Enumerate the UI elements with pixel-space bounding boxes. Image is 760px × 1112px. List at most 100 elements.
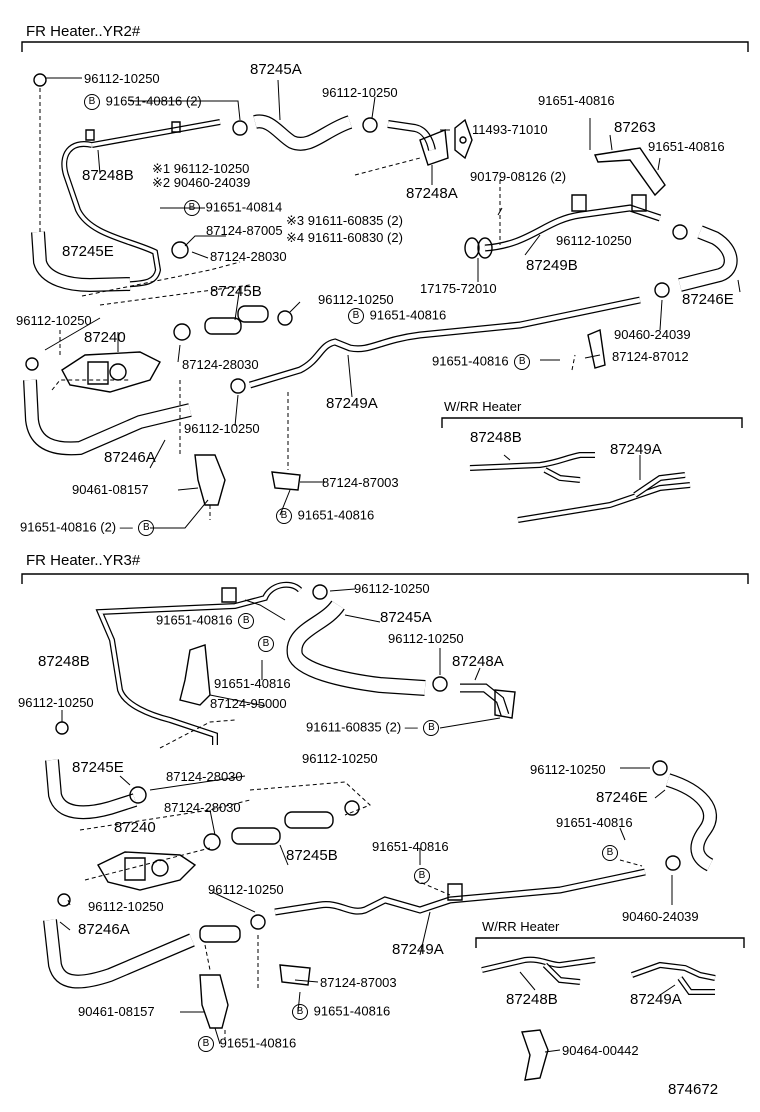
- rr-pipe-87248b-yr2: [470, 455, 595, 480]
- bolt-icon: B: [138, 520, 155, 536]
- part-label-bolt: 91611-60835 (2) — B: [306, 720, 441, 736]
- section-title-yr3: FR Heater..YR3#: [26, 552, 141, 569]
- part-label: ※2 90460-24039: [152, 175, 251, 190]
- part-label: 87246E: [596, 789, 648, 806]
- rr-pipe-87249a-yr2: [518, 475, 690, 520]
- section-bracket-rr-yr3: [476, 938, 744, 948]
- gasket-11493-71010: [455, 120, 472, 158]
- part-label: 96112-10250: [84, 71, 160, 86]
- clamp-87124-87003-yr2: [272, 472, 300, 490]
- part-label: 90460-24039: [614, 327, 691, 342]
- hose-87245b-yr2: [205, 306, 268, 334]
- part-label: 87246A: [78, 921, 130, 938]
- part-label: 87245E: [62, 243, 114, 260]
- hose-87245a-yr3: [295, 605, 425, 688]
- part-label: 87245A: [380, 609, 432, 626]
- bolt-icon: B: [414, 868, 430, 884]
- part-label: 87248A: [452, 653, 504, 670]
- part-label: ※1 96112-10250: [152, 161, 250, 176]
- clamp-87124-87003-yr3: [280, 965, 310, 985]
- section-title-rr-yr2: W/RR Heater: [444, 399, 522, 414]
- bolt-icon: B: [258, 636, 274, 652]
- part-label: 96112-10250: [354, 581, 430, 596]
- pipe-87248a-yr3: [460, 688, 515, 718]
- bolt-icon: B: [292, 1004, 308, 1020]
- part-label: 91651-40816: [556, 815, 633, 830]
- pipe-87248b-yr3: [100, 585, 300, 745]
- hose-87245e-yr3: [52, 760, 135, 812]
- hose-87245b-yr3: [232, 812, 333, 844]
- part-label: 87124-28030: [210, 249, 287, 264]
- leader-lines: [45, 78, 740, 1052]
- part-label: 87124-28030: [166, 769, 243, 784]
- hose-87246a-yr3: [50, 920, 240, 982]
- part-label: ※4 91611-60830 (2): [286, 230, 403, 245]
- part-label-bolt: B 91651-40816: [196, 1036, 296, 1052]
- hose-87246a-yr2: [30, 380, 190, 448]
- part-label: 91651-40816: [372, 839, 449, 854]
- section-title-yr2: FR Heater..YR2#: [26, 23, 141, 40]
- part-label: 11493-71010: [472, 122, 548, 137]
- part-label: 96112-10250: [556, 233, 632, 248]
- clamp-90461-08157-yr2: [195, 455, 225, 505]
- part-label: 96112-10250: [18, 695, 94, 710]
- part-label: 87248B: [506, 991, 558, 1008]
- clamps-yr2: [26, 74, 687, 393]
- part-label-bolt: B 91651-40816: [290, 1004, 390, 1020]
- part-label-bolt: B 91651-40814: [182, 200, 282, 216]
- part-label: 87240: [84, 329, 126, 346]
- part-label: 96112-10250: [208, 882, 284, 897]
- bolt-icon: B: [348, 308, 364, 324]
- section-bracket-yr3: [22, 574, 748, 584]
- part-label: 91651-40816: [538, 93, 615, 108]
- part-label: 87249A: [610, 441, 662, 458]
- pipe-87249a-yr3: [275, 872, 645, 912]
- part-label: 87263: [614, 119, 656, 136]
- part-label: 87124-95000: [210, 696, 287, 711]
- valve-87240-yr3: [98, 852, 195, 890]
- part-label: 96112-10250: [388, 631, 464, 646]
- part-label: 17175-72010: [420, 281, 497, 296]
- part-label: 87249B: [526, 257, 578, 274]
- part-label: 87249A: [326, 395, 378, 412]
- section-bracket-yr2: [22, 42, 748, 52]
- part-label: 87245A: [250, 61, 302, 78]
- bolt-icon: B: [602, 845, 618, 861]
- part-label: 90464-00442: [562, 1043, 639, 1058]
- pipe-87249a-yr2: [250, 300, 640, 385]
- diagram-code: 874672: [668, 1081, 719, 1098]
- part-label: 96112-10250: [16, 313, 92, 328]
- part-label: 87124-28030: [182, 357, 259, 372]
- bolt-icon: B: [423, 720, 440, 736]
- part-label: 87248B: [38, 653, 90, 670]
- part-label: 90460-24039: [622, 909, 699, 924]
- pipe-87248b-yr2: [64, 122, 220, 285]
- valve-87240-yr2: [62, 352, 160, 392]
- part-label: 96112-10250: [318, 292, 394, 307]
- part-label: 96112-10250: [184, 421, 260, 436]
- part-label-bolt: 91651-40816 B: [156, 613, 256, 629]
- section-bracket-rr-yr2: [442, 418, 742, 428]
- part-label-bolt: B 91651-40816: [274, 508, 374, 524]
- clip-90464-00442: [522, 1030, 548, 1080]
- bolt-marker: B: [600, 845, 620, 861]
- part-label: 87245B: [210, 283, 262, 300]
- bolt-icon: B: [238, 613, 255, 629]
- part-label: 87248B: [470, 429, 522, 446]
- part-label: 91651-40816: [214, 676, 291, 691]
- bolt-icon: B: [84, 94, 100, 110]
- clamp-90461-08157-yr3: [200, 975, 228, 1028]
- part-label: 87248B: [82, 167, 134, 184]
- clamps-yr3: [56, 585, 680, 929]
- hose-87246e-yr2: [680, 232, 731, 285]
- part-label: 87240: [114, 819, 156, 836]
- hose-87246e-yr3: [668, 780, 710, 865]
- pipe-87249b: [485, 195, 660, 248]
- part-label: 90461-08157: [78, 1004, 155, 1019]
- bracket-87124-95000: [180, 645, 210, 705]
- bracket-87263: [595, 148, 665, 195]
- bolt-marker: B: [256, 636, 276, 652]
- part-label: 87124-87003: [322, 475, 399, 490]
- bolt-marker: B: [412, 868, 432, 884]
